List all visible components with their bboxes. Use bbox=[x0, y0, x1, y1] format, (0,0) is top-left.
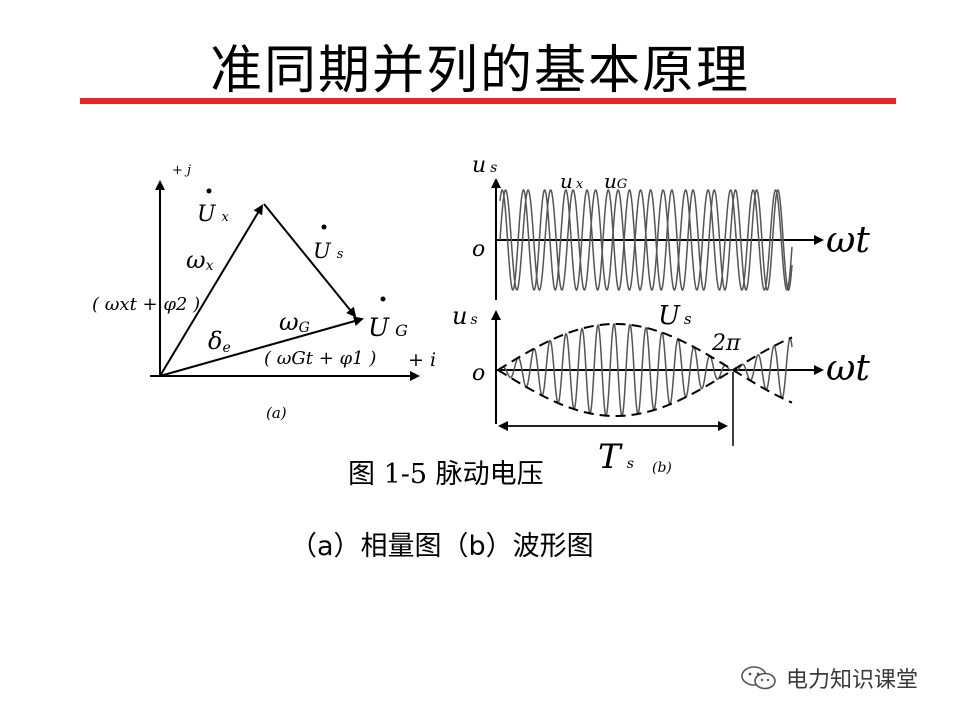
phasor-ug bbox=[159, 316, 364, 377]
envelope-upper bbox=[497, 323, 793, 404]
figure-subcaption: （a）相量图（b）波形图 bbox=[290, 531, 594, 562]
dot-ux bbox=[206, 188, 212, 194]
axis-label-j: + j bbox=[172, 163, 191, 178]
label-omega-g: ωG bbox=[279, 308, 310, 336]
phasor-us bbox=[263, 203, 357, 318]
wechat-icon bbox=[741, 666, 776, 690]
label-omega-x: ωx bbox=[186, 246, 214, 274]
bottom-origin: o bbox=[472, 361, 485, 386]
bottom-xlabel: ωt bbox=[826, 348, 870, 389]
envelope-lower bbox=[497, 336, 793, 417]
page-title: 准同期并列的基本原理 bbox=[209, 41, 750, 101]
label-b: (b) bbox=[652, 460, 672, 476]
axis-label-i: + i bbox=[408, 349, 436, 371]
phasor-ux bbox=[159, 204, 264, 377]
label-phase2: ( ωxt + φ2 ) bbox=[92, 294, 200, 315]
label-phase1: ( ωGt + φ1 ) bbox=[264, 348, 376, 369]
label-delta-e: δe bbox=[208, 327, 231, 356]
dot-us bbox=[321, 224, 327, 230]
top-xlabel: ωt bbox=[826, 220, 870, 261]
title-underline bbox=[80, 98, 896, 104]
watermark: 电力知识课堂 bbox=[740, 662, 918, 694]
wave-ug bbox=[499, 188, 793, 292]
two-pi-label: 2π bbox=[711, 331, 741, 356]
beat-wave bbox=[497, 322, 793, 418]
label-a: (a) bbox=[266, 404, 287, 422]
dot-ug bbox=[380, 296, 386, 302]
watermark-text: 电力知识课堂 bbox=[786, 668, 919, 693]
legend-ug: uG bbox=[604, 169, 627, 193]
figure-caption: 图 1-5 脉动电压 bbox=[348, 459, 544, 490]
top-origin: o bbox=[472, 237, 485, 262]
